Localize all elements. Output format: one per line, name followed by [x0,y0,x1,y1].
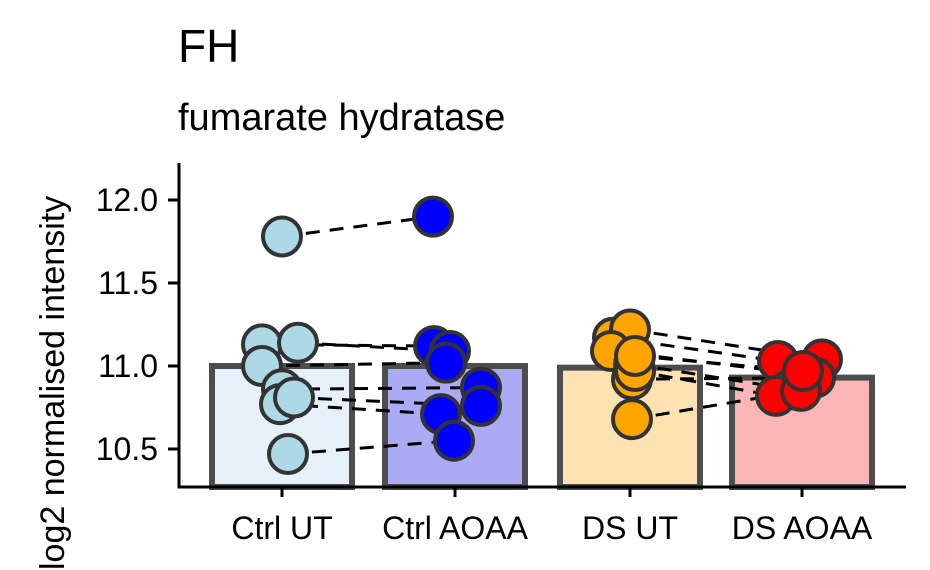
x-tick-label: DS AOAA [732,510,873,546]
data-point [267,432,309,475]
x-ticks-layer: Ctrl UT Ctrl AOAA DS UT DS AOAA [231,487,873,546]
pair-line [629,327,823,361]
x-tick-label: Ctrl UT [231,510,332,546]
data-point [261,215,303,258]
y-tick-label: 11.0 [98,348,158,384]
pair-line [261,361,447,368]
x-tick-label: Ctrl AOAA [382,510,528,546]
data-point [611,398,653,441]
chart-title: FH [178,20,239,72]
x-tick-label: DS UT [582,510,678,546]
points-layer [241,195,843,475]
y-tick-label: 12.0 [96,182,158,218]
pair-line [631,389,802,421]
y-tick-label: 11.5 [98,265,158,301]
data-point [614,335,656,378]
data-point [782,349,824,392]
y-ticks-layer: 10.5 11.0 11.5 12.0 [96,182,179,467]
y-axis-label: log2 normalised intensity [34,196,72,570]
pair-line [634,354,804,373]
data-point [273,376,315,419]
data-point [277,321,319,364]
data-point [425,341,467,384]
pair-line [287,439,455,456]
chart-subtitle: fumarate hydratase [178,97,505,139]
data-point [412,195,454,238]
data-point [433,419,475,462]
pair-line [281,215,434,239]
data-point [460,384,502,427]
y-tick-label: 10.5 [96,431,158,467]
pair-line [281,386,482,391]
